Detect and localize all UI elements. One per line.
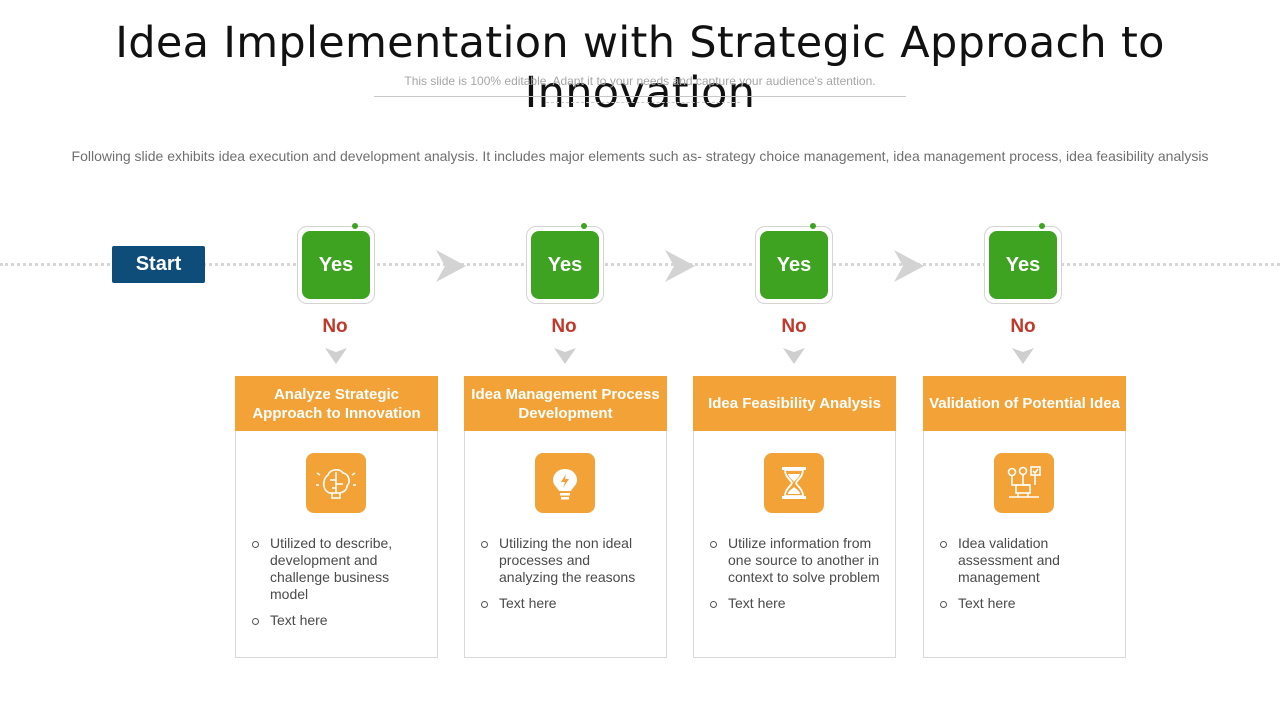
hourglass-icon: [764, 453, 824, 513]
yes-node-4: Yes: [984, 223, 1062, 304]
bullet-item: Utilizing the non ideal processes and an…: [481, 535, 651, 586]
flow-connector-line: [0, 263, 1280, 266]
bullet-item: Text here: [710, 595, 880, 612]
no-label-2: No: [551, 316, 577, 337]
step-card-1: Analyze Strategic Approach to Innovation…: [235, 376, 438, 658]
yes-node-1: Yes: [297, 223, 375, 304]
step-card-3: Idea Feasibility Analysis Utilize inform…: [693, 376, 896, 658]
yes-node-2: Yes: [526, 223, 604, 304]
subtitle-dashed-divider: [546, 102, 740, 103]
bullet-item: Idea validation assessment and managemen…: [940, 535, 1110, 586]
start-node: Start: [112, 246, 205, 283]
card-bullets: Utilized to describe, development and ch…: [252, 535, 422, 638]
card-heading: Idea Management Process Development: [464, 376, 667, 431]
card-bullets: Idea validation assessment and managemen…: [940, 535, 1110, 621]
yes-node-dot: [581, 223, 587, 229]
page-subtitle: This slide is 100% editable. Adapt it to…: [404, 74, 876, 88]
step-card-4: Validation of Potential Idea Idea valida…: [923, 376, 1126, 658]
yes-label: Yes: [989, 231, 1057, 299]
chevron-right-icon: [894, 250, 924, 282]
lightbulb-icon: [535, 453, 595, 513]
idea-validation-icon: [994, 453, 1054, 513]
chevron-right-icon: [436, 250, 466, 282]
page-title: Idea Implementation with Strategic Appro…: [115, 18, 1165, 118]
chevron-down-icon: [1012, 348, 1034, 364]
chevron-right-icon: [665, 250, 695, 282]
card-bullets: Utilize information from one source to a…: [710, 535, 880, 621]
chevron-down-icon: [783, 348, 805, 364]
bullet-item: Text here: [481, 595, 651, 612]
no-label-4: No: [1010, 316, 1036, 337]
no-label-3: No: [781, 316, 807, 337]
chevron-down-icon: [325, 348, 347, 364]
bullet-item: Text here: [940, 595, 1110, 612]
yes-node-dot: [352, 223, 358, 229]
intro-text: Following slide exhibits idea execution …: [71, 148, 1209, 164]
bullet-item: Text here: [252, 612, 422, 629]
card-heading: Validation of Potential Idea: [923, 376, 1126, 431]
yes-label: Yes: [760, 231, 828, 299]
card-bullets: Utilizing the non ideal processes and an…: [481, 535, 651, 621]
bullet-item: Utilize information from one source to a…: [710, 535, 880, 586]
yes-node-dot: [1039, 223, 1045, 229]
bullet-item: Utilized to describe, development and ch…: [252, 535, 422, 603]
yes-node-3: Yes: [755, 223, 833, 304]
yes-node-dot: [810, 223, 816, 229]
card-heading: Analyze Strategic Approach to Innovation: [235, 376, 438, 431]
card-heading: Idea Feasibility Analysis: [693, 376, 896, 431]
step-card-2: Idea Management Process Development Util…: [464, 376, 667, 658]
subtitle-divider: [374, 96, 906, 97]
brain-bulb-icon: [306, 453, 366, 513]
yes-label: Yes: [531, 231, 599, 299]
yes-label: Yes: [302, 231, 370, 299]
no-label-1: No: [322, 316, 348, 337]
chevron-down-icon: [554, 348, 576, 364]
